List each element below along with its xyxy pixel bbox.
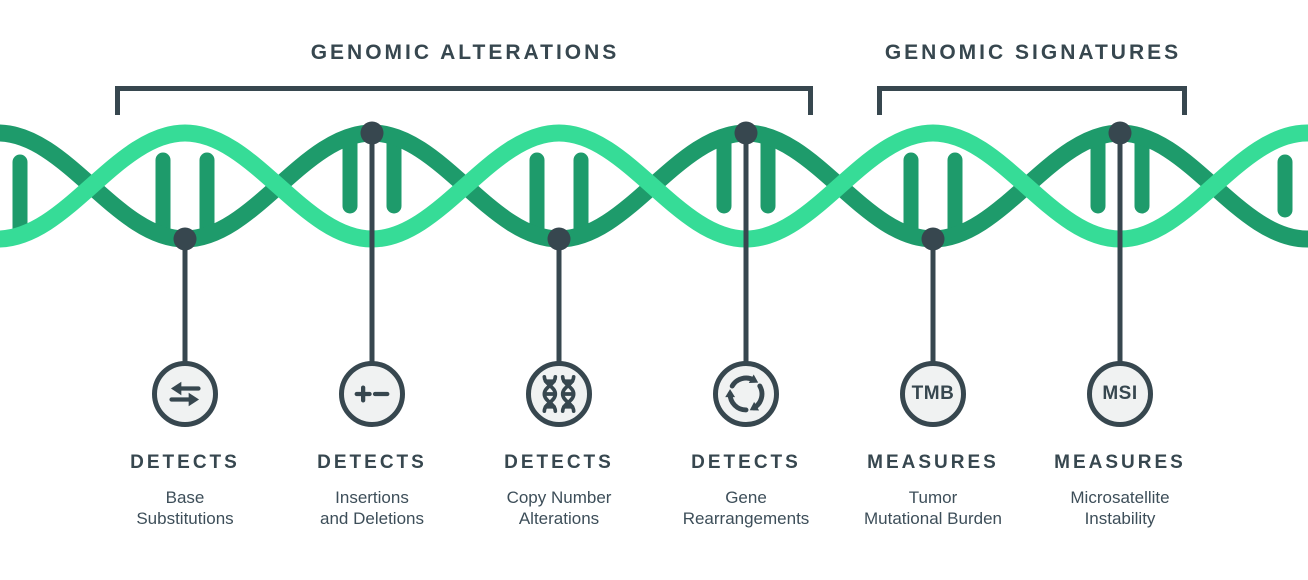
genomic-signatures-header: GENOMIC SIGNATURES: [884, 41, 1182, 64]
measures-heading: MEASURES: [1054, 452, 1186, 473]
callout-connector-lines: [182, 137, 1123, 364]
base-substitutions-label: Base Substitutions: [136, 488, 234, 528]
cycle-arrows-icon: [724, 372, 768, 416]
detects-heading: DETECTS: [504, 452, 614, 473]
detects-heading: DETECTS: [130, 452, 240, 473]
msi-badge-text: MSI: [1102, 383, 1138, 404]
plus-minus-icon: [354, 385, 390, 403]
genomic-signatures-bracket: [877, 86, 1187, 115]
msi-badge-circle: MSI: [1087, 361, 1153, 427]
dna-rungs: [12, 132, 1293, 241]
tmb-badge-circle: TMB: [900, 361, 966, 427]
gene-rearrangements-icon-circle: [713, 361, 779, 427]
tmb-badge-text: TMB: [911, 383, 955, 404]
copy-number-label: Copy Number Alterations: [506, 488, 612, 528]
double-helix-icon: [542, 375, 576, 413]
base-substitutions-icon-circle: [152, 361, 218, 427]
insertions-deletions-icon-circle: [339, 361, 405, 427]
microsatellite-instability-label: Microsatellite Instability: [1070, 488, 1170, 528]
measures-heading: MEASURES: [867, 452, 999, 473]
genomic-alterations-bracket: [115, 86, 813, 115]
detects-heading: DETECTS: [317, 452, 427, 473]
dna-strand-light: [0, 124, 1308, 248]
detects-heading: DETECTS: [691, 452, 801, 473]
tumor-mutational-burden-label: Tumor Mutational Burden: [864, 488, 1002, 528]
genomic-alterations-header: GENOMIC ALTERATIONS: [310, 41, 620, 64]
gene-rearrangements-label: Gene Rearrangements: [682, 488, 810, 528]
insertions-deletions-label: Insertions and Deletions: [320, 488, 424, 528]
copy-number-icon-circle: [526, 361, 592, 427]
swap-arrows-icon: [169, 381, 201, 407]
callout-anchor-dots: [173, 121, 1132, 251]
